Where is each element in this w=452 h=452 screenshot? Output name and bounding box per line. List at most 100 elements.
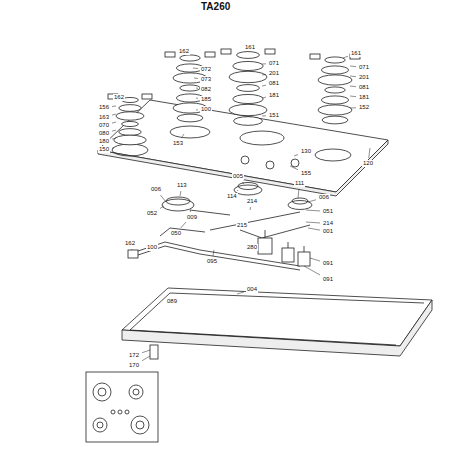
leader-line <box>308 228 320 230</box>
callout-number: 153 <box>172 140 184 147</box>
leader-line <box>262 85 266 87</box>
callout-number: 181 <box>268 92 280 99</box>
callout-number: 081 <box>358 84 370 91</box>
leader-line <box>262 63 266 64</box>
callout-number: 162 <box>124 240 136 247</box>
callout-number: 161 <box>350 50 362 57</box>
callout-number: 071 <box>268 60 280 67</box>
callout-number: 215 <box>236 222 248 229</box>
leader-line <box>194 78 198 79</box>
callout-number: 155 <box>300 170 312 177</box>
leader-line <box>112 138 116 139</box>
callout-number: 201 <box>268 70 280 77</box>
callout-number: 151 <box>268 112 280 119</box>
callout-number: 162 <box>113 94 125 101</box>
callout-number: 091 <box>322 260 334 267</box>
callout-number: 089 <box>166 298 178 305</box>
callout-number: 081 <box>268 80 280 87</box>
leader-line <box>160 195 166 202</box>
leader-line <box>112 114 116 115</box>
callout-number: 082 <box>200 86 212 93</box>
callout-number: 006 <box>150 186 162 193</box>
leader-line <box>350 107 356 108</box>
leader-line <box>213 250 214 256</box>
callout-number: 100 <box>146 244 158 251</box>
leader-line <box>310 258 320 261</box>
leader-line <box>250 207 252 210</box>
callout-number: 280 <box>246 244 258 251</box>
leader-line <box>196 109 198 110</box>
leader-line <box>196 98 198 99</box>
leader-line <box>112 148 114 149</box>
callout-number: 214 <box>246 198 258 205</box>
callout-number: 201 <box>358 74 370 81</box>
callout-number: 152 <box>358 104 370 111</box>
callout-number: 180 <box>98 138 110 145</box>
callout-number: 111 <box>294 180 305 187</box>
callout-number: 120 <box>362 160 374 167</box>
leader-line <box>308 200 316 202</box>
leader-line <box>196 88 198 89</box>
callout-number: 161 <box>244 44 256 51</box>
leader-line <box>262 97 266 99</box>
leader-line <box>262 115 266 116</box>
callout-number: 095 <box>206 258 218 265</box>
leader-line <box>193 68 198 70</box>
callout-number: 051 <box>322 208 334 215</box>
leader-line <box>131 249 132 250</box>
leader-line <box>142 350 150 353</box>
callout-number: 006 <box>318 194 330 201</box>
callout-number: 214 <box>322 220 334 227</box>
leader-line <box>180 191 182 196</box>
leader-line <box>350 66 356 68</box>
leader-line <box>350 86 356 88</box>
callout-number: 170 <box>128 362 140 369</box>
callout-number: 114 <box>226 193 238 200</box>
leader-line <box>112 122 116 123</box>
leader-line <box>142 356 150 361</box>
callout-number: 071 <box>358 64 370 71</box>
leader-line <box>304 266 320 275</box>
leader-line <box>294 155 298 156</box>
callout-number: 005 <box>232 173 244 180</box>
callout-number: 156 <box>98 104 110 111</box>
leader-line <box>237 190 239 191</box>
leader-line <box>350 76 356 78</box>
callout-number: 070 <box>98 122 110 129</box>
callout-number: 080 <box>98 130 110 137</box>
leader-line <box>181 222 186 228</box>
callout-number: 072 <box>200 66 212 73</box>
leader-line <box>262 74 266 75</box>
callout-number: 001 <box>322 228 334 235</box>
callout-number: 163 <box>98 114 110 121</box>
callout-number: 050 <box>170 230 182 237</box>
leader-line <box>112 106 116 107</box>
callout-number: 113 <box>176 182 188 189</box>
callout-number: 052 <box>146 210 158 217</box>
leader-line <box>112 130 116 131</box>
diagram-title: TA260 <box>201 1 230 12</box>
leader-line <box>298 189 300 198</box>
leader-line <box>306 210 320 212</box>
leader-line <box>237 292 244 294</box>
leader-line <box>242 182 244 184</box>
callout-number: 181 <box>358 94 370 101</box>
callout-number: 004 <box>246 286 258 293</box>
callout-number: 130 <box>300 148 312 155</box>
leader-line <box>369 148 370 158</box>
leader-line <box>160 206 164 208</box>
callout-number: 009 <box>186 214 198 221</box>
callout-number: 100 <box>200 106 212 113</box>
callout-number: 185 <box>200 96 212 103</box>
leader-line <box>306 222 320 224</box>
leader-line <box>343 56 348 58</box>
callout-number: 073 <box>200 76 212 83</box>
callout-number: 172 <box>128 352 140 359</box>
callout-number: 150 <box>98 146 110 153</box>
callout-number: 162 <box>178 48 190 55</box>
leader-line <box>350 96 356 98</box>
leader-line <box>181 134 184 138</box>
leader-line <box>190 210 192 212</box>
